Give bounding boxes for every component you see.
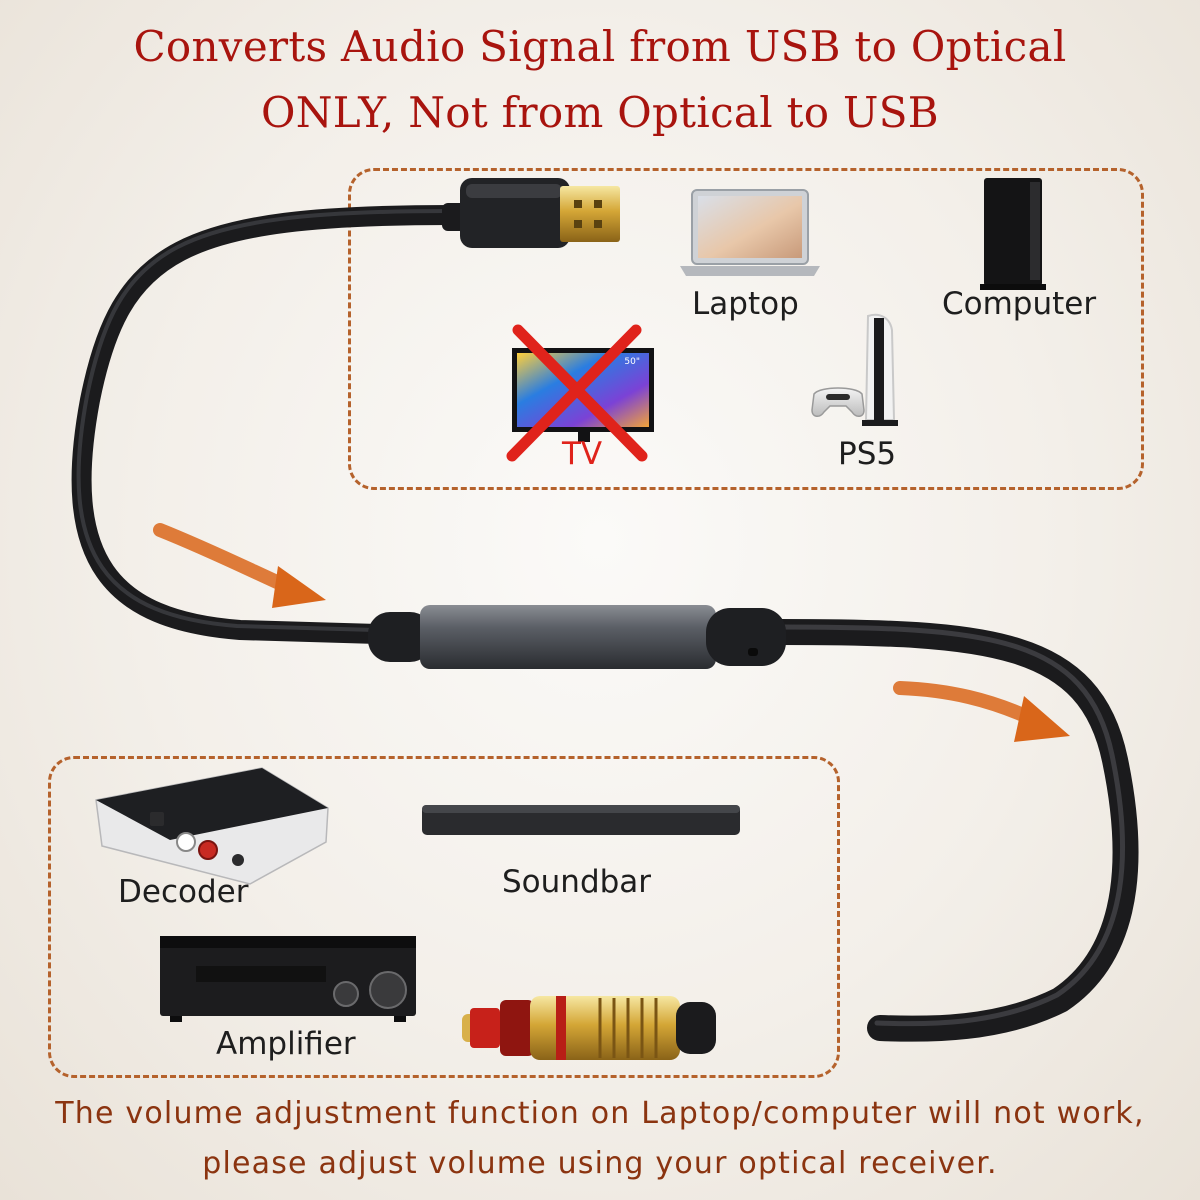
headline-line-1: Converts Audio Signal from USB to Optica…	[133, 22, 1067, 71]
computer-label: Computer	[942, 286, 1097, 322]
decoder-icon	[95, 767, 329, 885]
footer-note-line-1: The volume adjustment function on Laptop…	[55, 1096, 1145, 1131]
laptop-label: Laptop	[692, 286, 799, 322]
decoder-label: Decoder	[118, 874, 249, 910]
tv-label: TV	[562, 436, 603, 472]
ps5-console-icon	[811, 313, 898, 426]
toslink-connector	[462, 996, 716, 1060]
tower-computer-icon	[980, 178, 1046, 290]
headline-line-2: ONLY, Not from Optical to USB	[261, 88, 939, 137]
flow-arrow-in	[153, 523, 326, 608]
flow-arrow-out	[893, 681, 1070, 742]
soundbar-label: Soundbar	[502, 864, 652, 900]
cable	[71, 205, 1139, 1042]
soundbar-icon	[422, 805, 740, 835]
amplifier-icon	[160, 936, 416, 1022]
not-supported-cross-icon	[506, 324, 648, 462]
usb-a-connector	[442, 178, 620, 248]
ps5-label: PS5	[838, 436, 897, 472]
amplifier-label: Amplifier	[216, 1026, 356, 1062]
converter-module	[368, 605, 786, 669]
footer-note-line-2: please adjust volume using your optical …	[202, 1146, 998, 1181]
tv-size-badge: 50"	[624, 357, 640, 367]
output-devices-panel	[48, 756, 840, 1078]
laptop-icon	[680, 189, 820, 276]
source-devices-panel	[348, 168, 1144, 490]
